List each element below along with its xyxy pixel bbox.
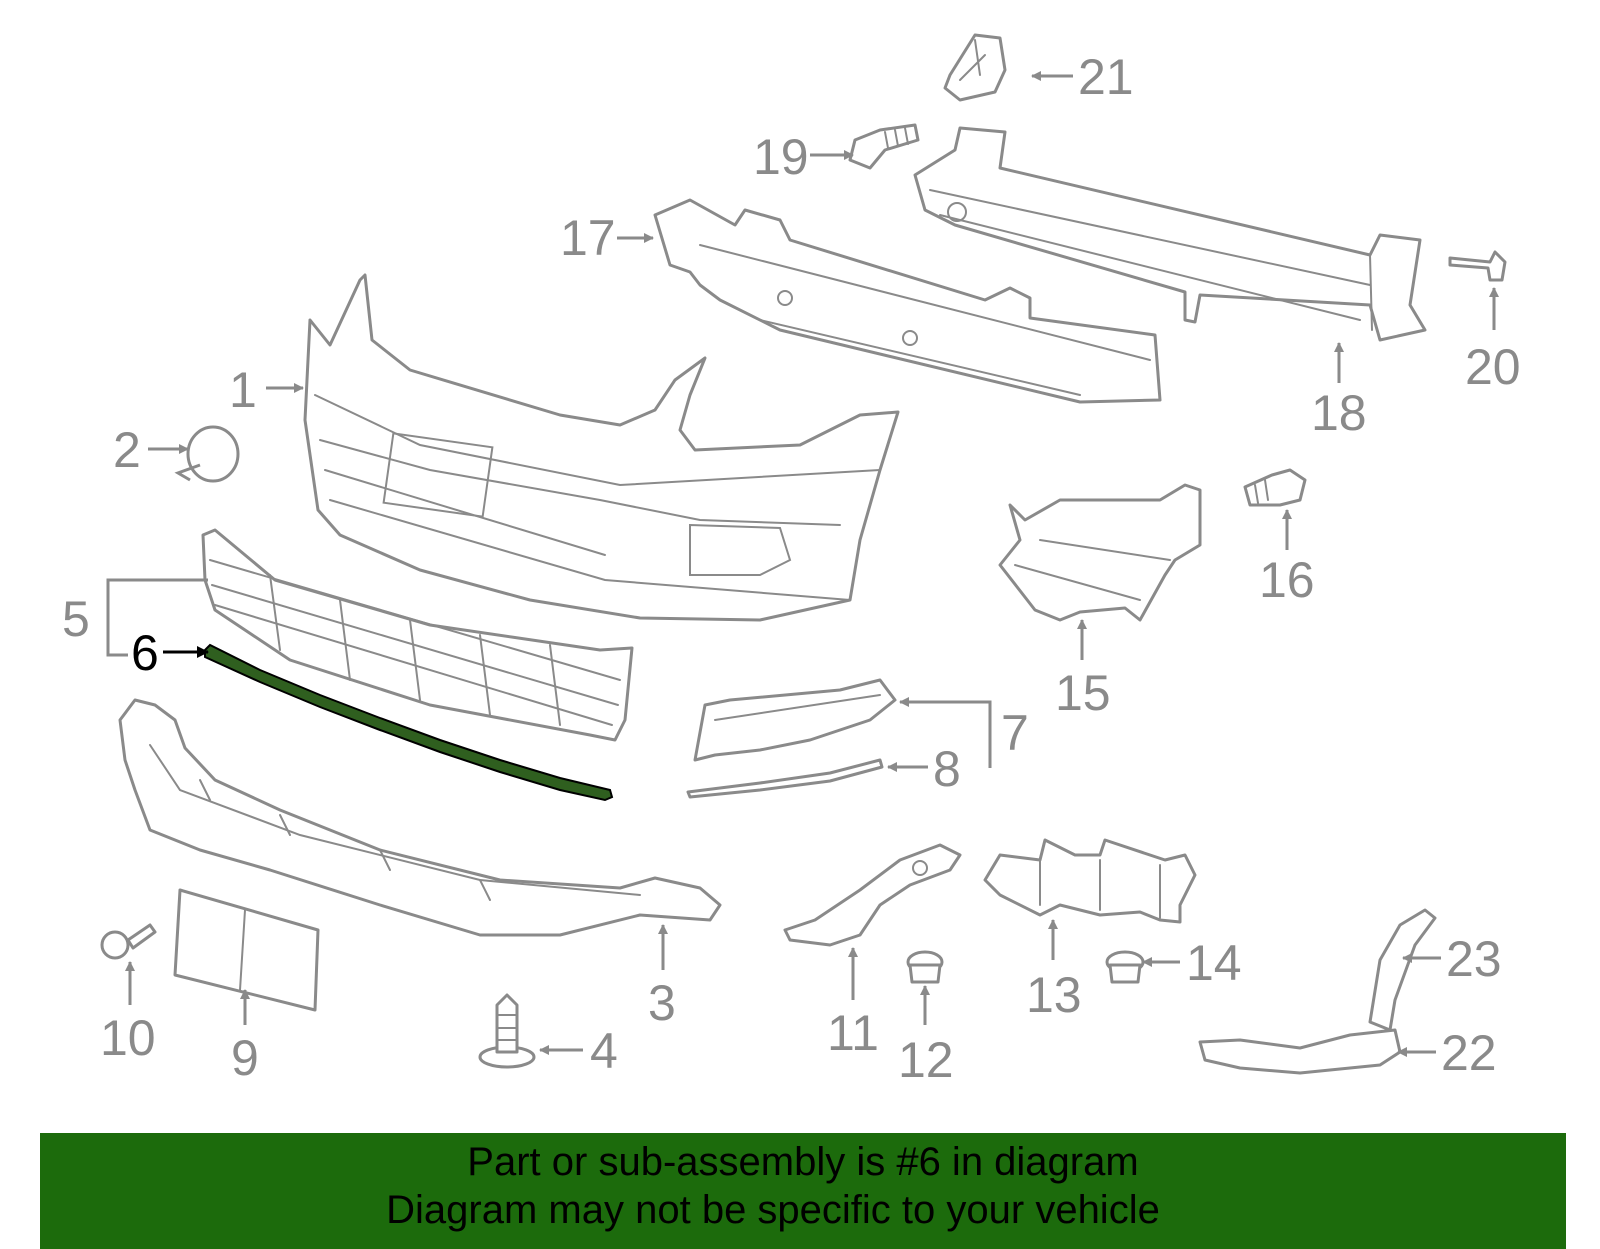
part-19-bolt: [848, 123, 920, 170]
callout-21: 21: [1078, 49, 1134, 105]
part-2-cap: [186, 425, 240, 483]
part-7-fog-trim: [693, 678, 897, 762]
part-15-bracket: [998, 483, 1202, 622]
callout-20: 20: [1465, 339, 1521, 395]
part-16-bolt: [1243, 468, 1307, 507]
callout-3: 3: [648, 975, 676, 1031]
part-10-screw: [100, 923, 157, 960]
part-11-bracket: [783, 843, 962, 947]
callout-15: 15: [1055, 665, 1111, 721]
info-banner: Part or sub-assembly is #6 in diagram Di…: [40, 1133, 1566, 1249]
part-23-trim: [1368, 908, 1437, 1032]
callout-16: 16: [1259, 552, 1315, 608]
banner-line-disclaimer: Diagram may not be specific to your vehi…: [386, 1188, 1160, 1232]
banner-line-part-info: Part or sub-assembly is #6 in diagram: [467, 1140, 1139, 1184]
part-9-plate-bracket: [173, 888, 320, 1012]
callout-17: 17: [560, 210, 616, 266]
part-20-bolt: [1448, 250, 1507, 282]
part-1-bumper-cover: [303, 273, 900, 622]
callout-12: 12: [898, 1032, 954, 1088]
part-18-reinforcement: [913, 126, 1427, 342]
part-8-trim-strip: [686, 758, 884, 799]
callout-22: 22: [1441, 1025, 1497, 1081]
callout-labels: 21 19 17 18 20 1 2 16 15 5 6 7 8 3 4 9 1…: [62, 49, 1521, 1088]
callout-18: 18: [1311, 385, 1367, 441]
part-22-trim: [1198, 1028, 1402, 1075]
callout-4: 4: [590, 1023, 618, 1079]
callout-14: 14: [1186, 935, 1242, 991]
callout-13: 13: [1026, 967, 1082, 1023]
part-12-nut: [906, 950, 944, 984]
callout-11: 11: [827, 1005, 879, 1061]
parts-diagram: 21 19 17 18 20 1 2 16 15 5 6 7 8 3 4 9 1…: [62, 33, 1521, 1088]
callout-7: 7: [1001, 705, 1029, 761]
part-3-lower-spoiler: [118, 698, 722, 937]
callout-8: 8: [933, 741, 961, 797]
callout-2: 2: [113, 422, 141, 478]
part-5-grille: [201, 528, 634, 742]
part-6-trim-strip: [204, 643, 614, 802]
part-13-bracket: [983, 838, 1197, 924]
callout-6-highlighted: 6: [131, 625, 159, 681]
callout-23: 23: [1446, 931, 1502, 987]
part-4-push-clip: [478, 993, 536, 1069]
part-17-absorber: [653, 198, 1162, 404]
leader-lines: [106, 71, 1499, 1057]
callout-9: 9: [231, 1030, 259, 1086]
callout-1: 1: [229, 362, 257, 418]
part-14-nut: [1105, 950, 1145, 984]
part-21-bracket: [943, 33, 1007, 102]
callout-5: 5: [62, 591, 90, 647]
callout-19: 19: [753, 129, 809, 185]
callout-10: 10: [100, 1010, 156, 1066]
